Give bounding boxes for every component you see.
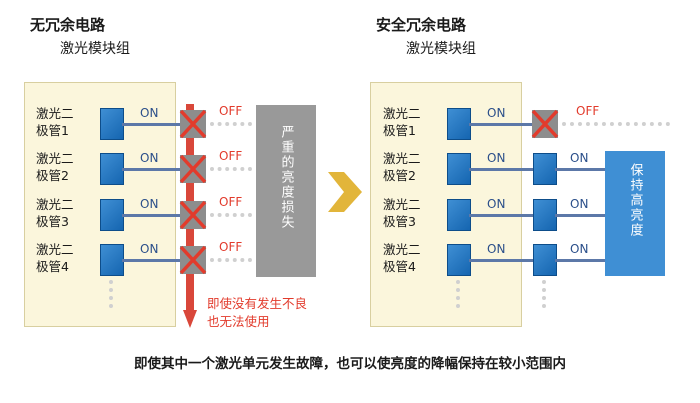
left-fail-x-icon-1	[179, 109, 207, 139]
right-laser-label-2: 激光二极管2	[383, 151, 421, 183]
right-laser-chip-1	[447, 108, 471, 140]
left-fail-x-icon-3	[179, 200, 207, 230]
left-laser-chip-3	[100, 199, 124, 231]
right-on-label-4b: ON	[570, 242, 589, 256]
right-wire-2	[469, 168, 533, 171]
right-switch-chip-3	[533, 199, 557, 231]
left-off-label-2: OFF	[219, 149, 243, 163]
left-wire-3	[122, 214, 180, 217]
right-on-label-3b: ON	[570, 197, 589, 211]
right-laser-label-4: 激光二极管4	[383, 242, 421, 274]
left-laser-chip-2	[100, 153, 124, 185]
comparison-arrow-icon	[328, 172, 362, 212]
right-laser-chip-4	[447, 244, 471, 276]
left-more-lasers-dots	[109, 280, 113, 308]
left-on-label-4: ON	[140, 242, 159, 256]
left-note-line-2: 也无法使用	[207, 314, 270, 329]
high-brightness-box: 保持高亮度	[605, 151, 665, 276]
right-laser-chip-2	[447, 153, 471, 185]
left-laser-chip-4	[100, 244, 124, 276]
right-on-label-4: ON	[487, 242, 506, 256]
left-laser-label-4: 激光二极管4	[36, 242, 74, 274]
right-wire-3	[469, 214, 533, 217]
right-on-label-3: ON	[487, 197, 506, 211]
left-on-label-1: ON	[140, 106, 159, 120]
left-on-label-3: ON	[140, 197, 159, 211]
left-wire-4	[122, 259, 180, 262]
right-wire-1	[469, 123, 533, 126]
right-switch-chip-2	[533, 153, 557, 185]
right-out-wire-3	[555, 214, 605, 217]
right-on-label-1: ON	[487, 106, 506, 120]
left-fail-x-icon-4	[179, 245, 207, 275]
right-laser-label-3: 激光二极管3	[383, 197, 421, 229]
left-dotted-line-4	[210, 258, 252, 262]
left-off-label-1: OFF	[219, 104, 243, 118]
right-switch-chip-4	[533, 244, 557, 276]
right-on-label-2b: ON	[570, 151, 589, 165]
right-on-label-2: ON	[487, 151, 506, 165]
left-wire-2	[122, 168, 180, 171]
left-dotted-line-2	[210, 167, 252, 171]
left-note-line-1: 即使没有发生不良	[207, 296, 308, 311]
left-laser-label-1: 激光二极管1	[36, 106, 74, 138]
left-off-label-4: OFF	[219, 240, 243, 254]
high-brightness-text: 保持高亮度	[627, 163, 643, 238]
right-more-switches-dots	[542, 280, 546, 308]
left-laser-label-3: 激光二极管3	[36, 197, 74, 229]
left-off-label-3: OFF	[219, 195, 243, 209]
right-out-wire-4	[555, 259, 605, 262]
right-more-lasers-dots	[456, 280, 460, 308]
left-laser-label-2: 激光二极管2	[36, 151, 74, 183]
left-on-label-2: ON	[140, 151, 159, 165]
right-wire-4	[469, 259, 533, 262]
left-fail-x-icon-2	[179, 154, 207, 184]
right-module-panel	[370, 82, 522, 327]
left-laser-chip-1	[100, 108, 124, 140]
left-wire-1	[122, 123, 180, 126]
footer-caption: 即使其中一个激光单元发生故障，也可以使亮度的降幅保持在较小范围内	[134, 356, 566, 372]
right-laser-label-1: 激光二极管1	[383, 106, 421, 138]
left-subtitle: 激光模块组	[60, 41, 130, 57]
left-dotted-line-3	[210, 213, 252, 217]
right-laser-chip-3	[447, 199, 471, 231]
right-off-label-1: OFF	[576, 104, 600, 118]
right-fail-x-icon-1	[531, 109, 559, 139]
right-title: 安全冗余电路	[376, 16, 467, 34]
right-subtitle: 激光模块组	[406, 41, 476, 57]
right-out-wire-2	[555, 168, 605, 171]
brightness-loss-text: 严重的亮度损失	[278, 125, 294, 230]
right-dotted-line-1	[562, 122, 670, 126]
left-dotted-line-1	[210, 122, 252, 126]
brightness-loss-box: 严重的亮度损失	[256, 105, 316, 277]
left-title: 无冗余电路	[30, 16, 106, 34]
